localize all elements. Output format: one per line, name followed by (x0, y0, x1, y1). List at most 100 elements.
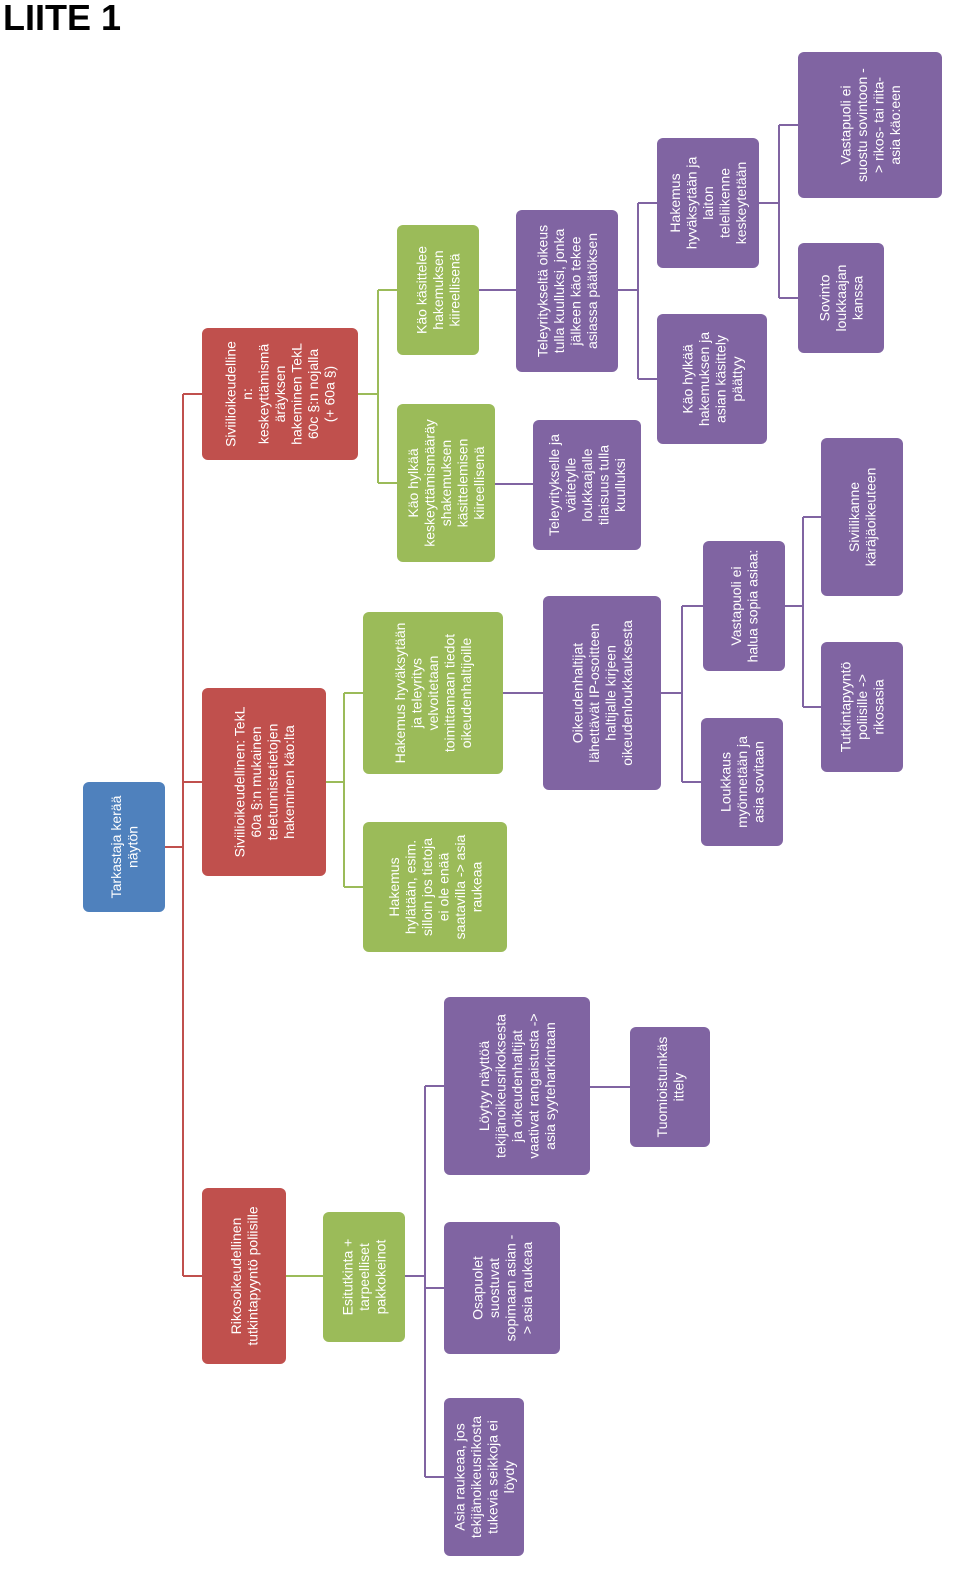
page-title: LIITE 1 (3, 0, 122, 38)
node-siviili-b: Siviilioikeudellinen: TekL60a §:n mukain… (202, 688, 326, 876)
node-label-line: Hakemus hyväksytään (392, 623, 408, 764)
node-label: Käo käsitteleehakemuksenkiireellisenä (414, 246, 463, 334)
node-loukkaus: Loukkausmyönnetään jaasia sovitaan (701, 718, 783, 846)
node-loytyy-naytto: Löytyy näyttöätekijänoikeusrikoksestaja … (444, 997, 590, 1175)
node-box (657, 314, 767, 444)
node-label-line: Hakemus (386, 857, 402, 916)
node-label: Sovintoloukkaajankanssa (817, 265, 866, 332)
node-siviilikanne: Siviilikannekäräjäoikeuteen (821, 438, 903, 596)
node-box (444, 1398, 524, 1556)
node-label-line: 60a §:n mukainen (248, 726, 264, 837)
node-label-line: tekijänoikeusrikoksesta (493, 1014, 509, 1158)
node-vastapuoli-ei-suostu: Vastapuoli eisuostu sovintoon -> rikos- … (798, 52, 942, 198)
node-label-line: velvoitetaan (425, 656, 441, 731)
node-box (821, 642, 903, 772)
node-label-line: asiassa päätöksen (584, 233, 600, 349)
node-label-line: rikosasia (871, 679, 887, 734)
node-label-line: asia sovitaan (751, 741, 767, 823)
node-label-line: Löytyy näyttöä (476, 1041, 492, 1131)
node-label: Hakemushyväksytään jalaitonteleliikennek… (667, 156, 749, 249)
node-label-line: tarpeelliset (356, 1243, 372, 1311)
node-label-line: sopimaan asian - (502, 1234, 518, 1341)
node-label-line: Rikosoikeudellinen (228, 1218, 244, 1335)
node-label-line: teleliikenne (717, 168, 733, 238)
node-label-line: hakemuksen (430, 250, 446, 329)
node-label-line: tukevia seikkoja ei (484, 1420, 500, 1534)
node-label-line: oikeudenhaltijoille (458, 638, 474, 749)
node-box (363, 822, 507, 952)
node-label-line: asian käsittely (712, 335, 728, 423)
node-label-line: Esitutkinta + (340, 1239, 356, 1316)
node-label-line: Teleyritykselle ja (546, 434, 562, 536)
node-label: Siviilioikeudellinen:keskeyttämismääräyk… (223, 341, 338, 447)
node-label-line: suostu sovintoon - (854, 68, 870, 182)
node-label-line: oikeudenloukkauksesta (619, 620, 635, 766)
node-label-line: Vastapuoli ei (728, 566, 744, 645)
node-box (821, 438, 903, 596)
node-label-line: loukkaajan (833, 265, 849, 332)
node-label-line: poliisille -> (854, 674, 870, 740)
node-label-line: Siviilioikeudelline (223, 341, 239, 447)
node-label: Tuomioistuinkäsittely (654, 1037, 687, 1138)
node-label: Hakemushylätään, esim.silloin jos tietoj… (386, 834, 485, 939)
node-label-line: teletunnistetietojen (264, 724, 280, 841)
node-kao-kasittelee: Käo käsitteleehakemuksenkiireellisenä (397, 225, 479, 355)
node-rikos: Rikosoikeudellinentutkintapyyntö poliisi… (202, 1188, 286, 1364)
node-label-line: laiton (700, 186, 716, 219)
node-label-line: tulla kuulluksi, jonka (551, 229, 567, 354)
node-label-line: asia käo:een (887, 85, 903, 164)
node-label-line: kuulluksi (612, 458, 628, 512)
node-label-line: päättyy (729, 356, 745, 401)
node-label-line: (+ 60a §) (322, 366, 338, 422)
node-label-line: Käo käsittelee (414, 246, 430, 334)
node-label: Siviilioikeudellinen: TekL60a §:n mukain… (231, 706, 297, 857)
node-label: Teleyritykselle javäitetylleloukkaajalle… (546, 434, 628, 536)
node-tutkintapyynto: Tutkintapyyntöpoliisille ->rikosasia (821, 642, 903, 772)
node-label-line: hakeminen TekL (289, 343, 305, 445)
node-box (363, 612, 503, 774)
node-label: Käo hylkäähakemuksen jaasian käsittelypä… (679, 332, 745, 426)
node-label-line: Vastapuoli ei (837, 85, 853, 164)
node-box (798, 52, 942, 198)
node-box (516, 210, 618, 372)
node-label-line: saatavilla -> asia (452, 834, 468, 939)
node-label-line: vaativat rangaistusta -> (526, 1013, 542, 1158)
node-box (397, 225, 479, 355)
node-box (701, 718, 783, 846)
node-kao-hylkaa-kiir: Käo hylkääkeskeyttämismääräyshakemuksenk… (397, 404, 495, 562)
nodes-layer: Tarkastaja keräänäytön Siviilioikeudellin… (83, 52, 942, 1556)
node-label-line: Käo hylkää (679, 344, 695, 413)
node-label-line: Siviilikanne (846, 482, 862, 552)
node-box (630, 1027, 710, 1147)
node-label-line: hylätään, esim. (402, 840, 418, 934)
node-label-line: asia syyteharkintaan (542, 1022, 558, 1150)
node-label: Siviilikannekäräjäoikeuteen (846, 468, 879, 567)
node-label-line: 60c §:n nojalla (305, 349, 321, 440)
node-label-line: keskeyttämismä (256, 344, 272, 445)
node-label-line: > asia raukeaa (519, 1242, 535, 1334)
node-label: Löytyy näyttöätekijänoikeusrikoksestaja … (476, 1013, 558, 1158)
node-root: Tarkastaja keräänäytön (83, 782, 165, 912)
node-label-line: jälkeen käo tekee (567, 236, 583, 346)
node-label-line: hakemuksen ja (696, 332, 712, 426)
node-label: Loukkausmyönnetään jaasia sovitaan (718, 736, 767, 828)
node-osapuolet: Osapuoletsuostuvatsopimaan asian -> asia… (444, 1222, 560, 1354)
node-label-line: Tarkastaja kerää (108, 795, 124, 898)
node-label-line: pakkokeinot (373, 1240, 389, 1315)
node-tuomioistuin: Tuomioistuinkäsittely (630, 1027, 710, 1147)
node-label-line: ja teleyritys (409, 658, 425, 729)
node-label-line: Tuomioistuinkäs (654, 1037, 670, 1138)
node-label-line: hakeminen käo:lta (281, 725, 297, 839)
node-label-line: shakemuksen (438, 440, 454, 526)
node-label-line: suostuvat (486, 1258, 502, 1318)
node-label: Oikeudenhaltijatlähettävät IP-osoitteenh… (569, 620, 635, 766)
node-box (323, 1212, 405, 1342)
node-label-line: tekijänoikeusrikosta (468, 1416, 484, 1538)
node-label-line: halua sopia asiaa: (744, 550, 760, 663)
node-box (397, 404, 495, 562)
node-label: Tarkastaja keräänäytön (108, 795, 141, 898)
node-label-line: Hakemus (667, 173, 683, 232)
node-label-line: Sovinto (817, 274, 833, 321)
node-label: Hakemus hyväksytäänja teleyritysvelvoite… (392, 623, 474, 764)
